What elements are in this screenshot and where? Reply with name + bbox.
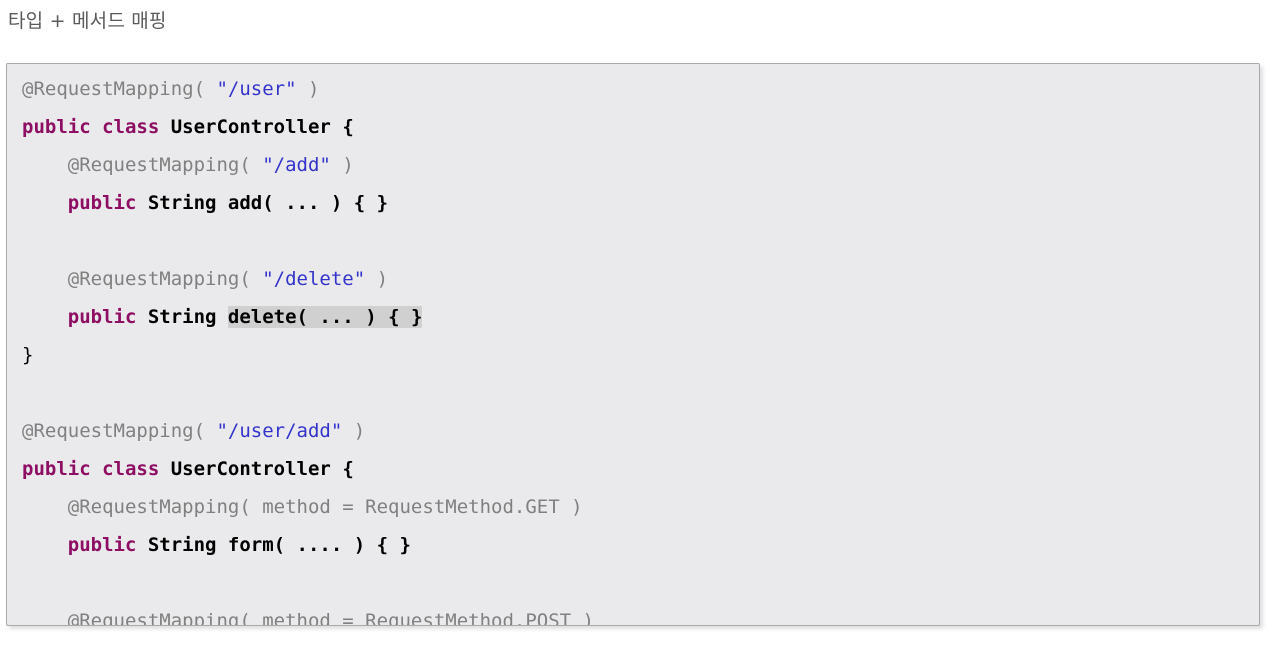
code-line: public String delete( ... ) { } bbox=[22, 298, 594, 336]
code-token bbox=[22, 306, 68, 328]
code-token: String bbox=[147, 306, 228, 328]
code-token: public class bbox=[22, 116, 171, 138]
code-token: form( .... ) { } bbox=[227, 534, 411, 556]
code-line: @RequestMapping( "/user" ) bbox=[22, 70, 594, 108]
code-token: @RequestMapping( method = RequestMethod.… bbox=[67, 496, 583, 518]
code-token: @RequestMapping( bbox=[22, 420, 217, 442]
code-line bbox=[22, 374, 594, 412]
code-token: "/user" bbox=[216, 78, 297, 100]
code-token: ) bbox=[330, 154, 354, 176]
code-token: public bbox=[67, 306, 148, 328]
code-token bbox=[22, 154, 68, 176]
code-token: public class bbox=[22, 458, 171, 480]
code-line bbox=[22, 564, 594, 602]
code-line bbox=[22, 222, 594, 260]
code-token: public bbox=[67, 534, 148, 556]
code-token-selected: delete( ... ) { } bbox=[227, 306, 423, 328]
code-token: add( ... ) { } bbox=[227, 192, 389, 214]
code-token: String bbox=[147, 534, 228, 556]
code-token: { bbox=[342, 116, 354, 138]
code-line: @RequestMapping( "/add" ) bbox=[22, 146, 594, 184]
code-line: public class UserController { bbox=[22, 450, 594, 488]
code-token: UserController bbox=[170, 116, 331, 138]
code-token bbox=[331, 116, 342, 138]
page-title: 타입 + 메서드 매핑 bbox=[8, 10, 167, 32]
code-line: @RequestMapping( method = RequestMethod.… bbox=[22, 602, 594, 626]
code-token bbox=[22, 496, 68, 518]
code-token: ) bbox=[365, 268, 389, 290]
code-token: @RequestMapping( method = RequestMethod.… bbox=[67, 610, 594, 626]
code-line: } bbox=[22, 336, 594, 374]
code-block-card: @RequestMapping( "/user" )public class U… bbox=[6, 63, 1260, 626]
code-listing[interactable]: @RequestMapping( "/user" )public class U… bbox=[22, 70, 594, 626]
code-token bbox=[331, 458, 342, 480]
code-token bbox=[22, 268, 68, 290]
code-token: "/user/add" bbox=[216, 420, 343, 442]
code-line: @RequestMapping( method = RequestMethod.… bbox=[22, 488, 594, 526]
code-token: { bbox=[342, 458, 354, 480]
code-token: } bbox=[22, 344, 34, 366]
code-token: "/add" bbox=[262, 154, 331, 176]
code-token: "/delete" bbox=[262, 268, 366, 290]
code-token bbox=[22, 534, 68, 556]
code-token: @RequestMapping( bbox=[67, 154, 263, 176]
code-line: public String add( ... ) { } bbox=[22, 184, 594, 222]
code-line: public String form( .... ) { } bbox=[22, 526, 594, 564]
code-token: ) bbox=[296, 78, 320, 100]
code-line: public class UserController { bbox=[22, 108, 594, 146]
code-token: String bbox=[147, 192, 228, 214]
code-token: UserController bbox=[170, 458, 331, 480]
code-token: @RequestMapping( bbox=[67, 268, 263, 290]
code-token: ) bbox=[342, 420, 366, 442]
code-line: @RequestMapping( "/user/add" ) bbox=[22, 412, 594, 450]
code-line: @RequestMapping( "/delete" ) bbox=[22, 260, 594, 298]
code-token bbox=[22, 192, 68, 214]
code-token: @RequestMapping( bbox=[22, 78, 217, 100]
code-token bbox=[22, 610, 68, 625]
code-token: public bbox=[67, 192, 148, 214]
